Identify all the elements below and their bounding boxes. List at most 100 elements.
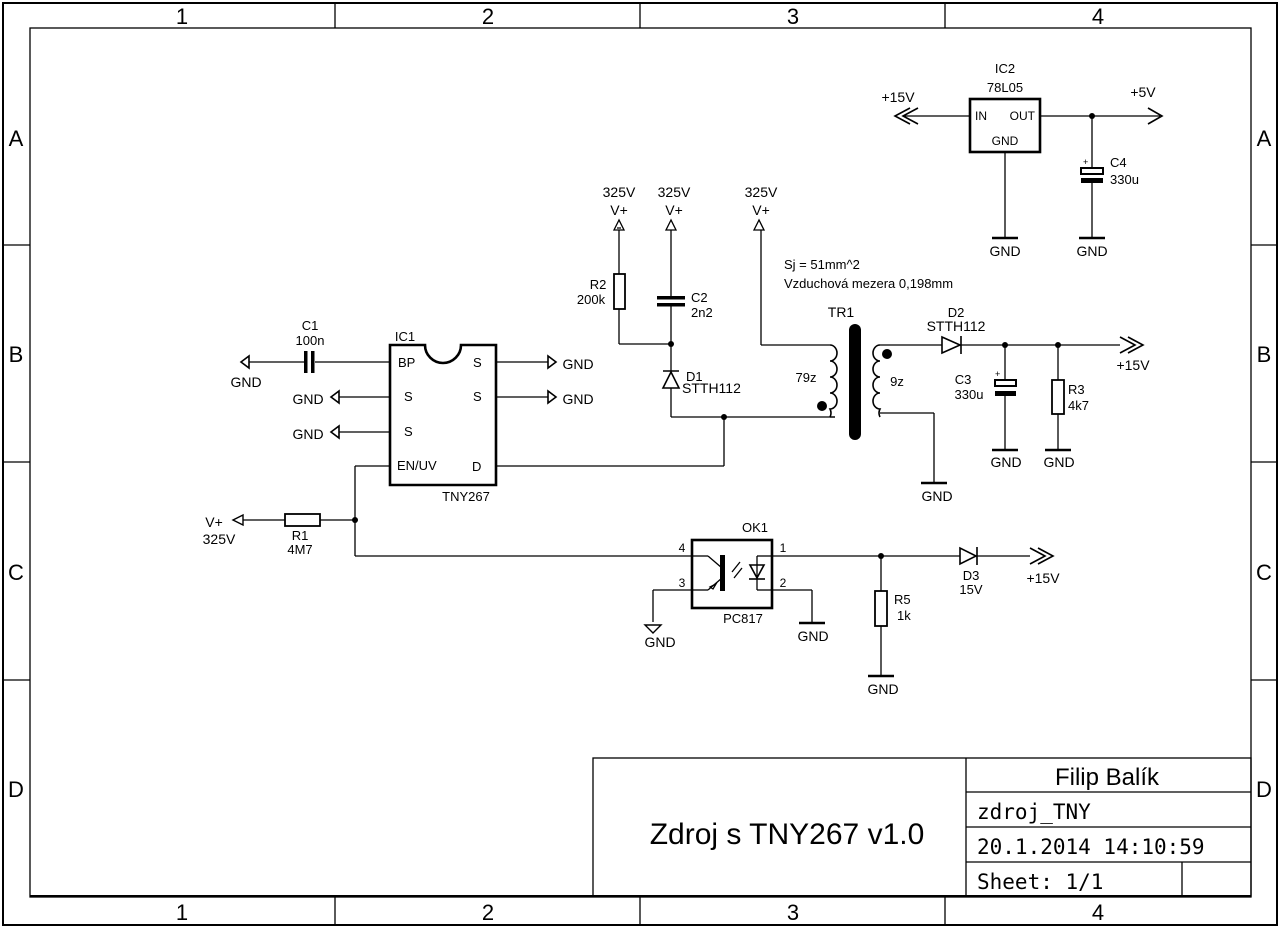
gnd-arrow-icon <box>329 424 340 440</box>
gnd-arrow-icon <box>329 389 340 405</box>
frame-row-label-left: D <box>8 777 24 802</box>
gnd-label: GND <box>1076 243 1107 259</box>
supply-325v-group <box>612 218 766 231</box>
author-name: Filip Balík <box>1055 764 1160 791</box>
frame-column-label-top: 4 <box>1092 4 1104 29</box>
frame-row-label-right: C <box>1256 560 1272 585</box>
secondary-dot <box>882 349 892 359</box>
gnd-label: GND <box>867 681 898 697</box>
ic2-ref: IC2 <box>995 61 1015 76</box>
gnd-label: GND <box>292 391 323 407</box>
vplus-arrow-icon <box>664 218 678 231</box>
ok1-ref: OK1 <box>742 520 768 535</box>
tr1-transformer <box>760 230 947 485</box>
net-label-vplus: V+ <box>205 514 223 530</box>
r1-resistor <box>284 513 321 527</box>
r5-ref: R5 <box>894 592 911 607</box>
gnd-triangle-icon <box>643 624 663 634</box>
c2-capacitor <box>657 296 685 300</box>
frame-row-label-right: B <box>1257 342 1272 367</box>
d3-ref: D3 <box>963 568 980 583</box>
gnd-label: GND <box>644 634 675 650</box>
tr1-ref: TR1 <box>828 304 855 320</box>
frame-column-label-top: 2 <box>482 4 494 29</box>
ok1-pin-2: 2 <box>780 576 787 590</box>
ic1-pin-d: D <box>472 459 481 474</box>
net-label-15v: +15V <box>1116 357 1150 373</box>
r3-resistor <box>1051 379 1065 415</box>
frame-column-label-bottom: 3 <box>787 900 799 925</box>
gnd-label: GND <box>921 488 952 504</box>
ic2-regulator <box>903 97 1160 240</box>
ok1-pin-1: 1 <box>780 541 787 555</box>
c2-value: 2n2 <box>691 305 713 320</box>
c4-capacitor <box>1080 167 1104 183</box>
frame-row-label-right: A <box>1257 126 1272 151</box>
r3-value: 4k7 <box>1068 398 1089 413</box>
net-label-15v: +15V <box>1026 570 1060 586</box>
frame-row-label-left: C <box>8 560 24 585</box>
gnd-label: GND <box>989 243 1020 259</box>
c1-capacitor <box>304 351 308 373</box>
gnd-label: GND <box>562 391 593 407</box>
r3-ref: R3 <box>1068 382 1085 397</box>
ic1-pin-s: S <box>404 389 413 404</box>
tr1-secondary-turns: 9z <box>890 374 904 389</box>
r1-ref: R1 <box>292 528 309 543</box>
ok1-value: PC817 <box>723 611 763 626</box>
ic2-pin-out: OUT <box>1010 109 1036 123</box>
frame-column-label-bottom: 4 <box>1092 900 1104 925</box>
ic1-pin-bp: BP <box>398 355 415 370</box>
gnd-label: GND <box>230 374 261 390</box>
frame-row-label-right: D <box>1256 777 1272 802</box>
gnd-label: GND <box>562 356 593 372</box>
tr1-primary-turns: 79z <box>796 370 817 385</box>
date-time: 20.1.2014 14:10:59 <box>977 835 1205 859</box>
sheet-number: Sheet: 1/1 <box>977 870 1103 894</box>
d1-diode <box>661 370 681 389</box>
gnd-label: GND <box>1043 454 1074 470</box>
gnd-label: GND <box>797 628 828 644</box>
r2-value: 200k <box>577 292 606 307</box>
gnd-arrow-icon <box>547 354 558 370</box>
c4-ref: C4 <box>1110 155 1127 170</box>
net-label-325v: 325V <box>658 184 691 200</box>
gnd-label: GND <box>292 426 323 442</box>
primary-winding <box>828 344 838 418</box>
d1-value: STTH112 <box>682 380 741 396</box>
vplus-arrow-icon <box>752 218 766 231</box>
r5-value: 1k <box>897 608 911 623</box>
schematic-title: Zdroj s TNY267 v1.0 <box>650 818 925 851</box>
net-label-325v: 325V <box>745 184 778 200</box>
r5-resistor <box>874 590 888 627</box>
d2-diode <box>941 335 962 355</box>
ic1-pin-s: S <box>473 355 482 370</box>
net-label-325v: 325V <box>203 531 236 547</box>
frame-column-label-bottom: 1 <box>176 900 188 925</box>
net-arrow-5v-icon <box>1147 107 1164 125</box>
gnd-label: GND <box>990 454 1021 470</box>
net-label-5v: +5V <box>1130 84 1156 100</box>
c2-ref: C2 <box>691 290 708 305</box>
core-note-airgap: Vzduchová mezera 0,198mm <box>784 276 953 291</box>
net-label-vplus: V+ <box>665 202 683 218</box>
net-label-15v: +15V <box>881 89 915 105</box>
ic1-value: TNY267 <box>442 489 490 504</box>
secondary-winding <box>872 344 882 418</box>
c3-value: 330u <box>955 387 984 402</box>
ic1-pin-s: S <box>473 389 482 404</box>
ok1-pin-4: 4 <box>679 541 686 555</box>
vplus-arrow-icon <box>231 513 244 527</box>
ic1-ref: IC1 <box>395 329 415 344</box>
ic2-pin-gnd: GND <box>992 134 1019 148</box>
c4-value: 330u <box>1110 172 1139 187</box>
gnd-arrow-icon <box>239 354 250 370</box>
file-name: zdroj_TNY <box>977 800 1091 824</box>
frame-column-label-top: 1 <box>176 4 188 29</box>
net-arrow-15v-icon <box>1119 336 1145 354</box>
net-label-vplus: V+ <box>752 202 770 218</box>
ic2-pin-in: IN <box>975 109 987 123</box>
c1-ref: C1 <box>302 318 319 333</box>
ic1-pin-s: S <box>404 424 413 439</box>
